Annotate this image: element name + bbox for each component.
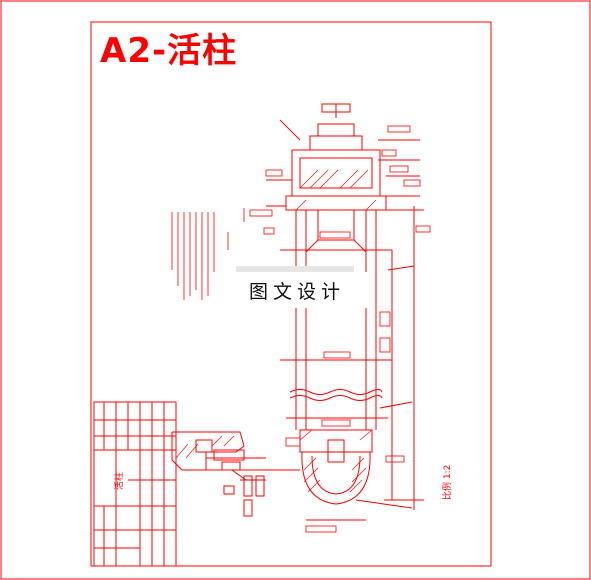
title-block xyxy=(93,401,177,567)
scale-note: 比例 1:2 xyxy=(443,464,453,500)
hatch-top xyxy=(295,169,377,211)
cylinder-body xyxy=(266,103,424,521)
watermark-shadow xyxy=(236,266,354,274)
hatch-bottom xyxy=(299,429,373,493)
technical-notes xyxy=(171,208,245,300)
dimension-tags xyxy=(249,125,431,533)
drawing-title: A2-活柱 xyxy=(100,31,238,71)
watermark: 图文设计 xyxy=(224,272,370,308)
detail-view xyxy=(171,431,266,517)
drawing-frame xyxy=(90,21,492,567)
title-block-part-name: 活柱 xyxy=(115,471,125,490)
